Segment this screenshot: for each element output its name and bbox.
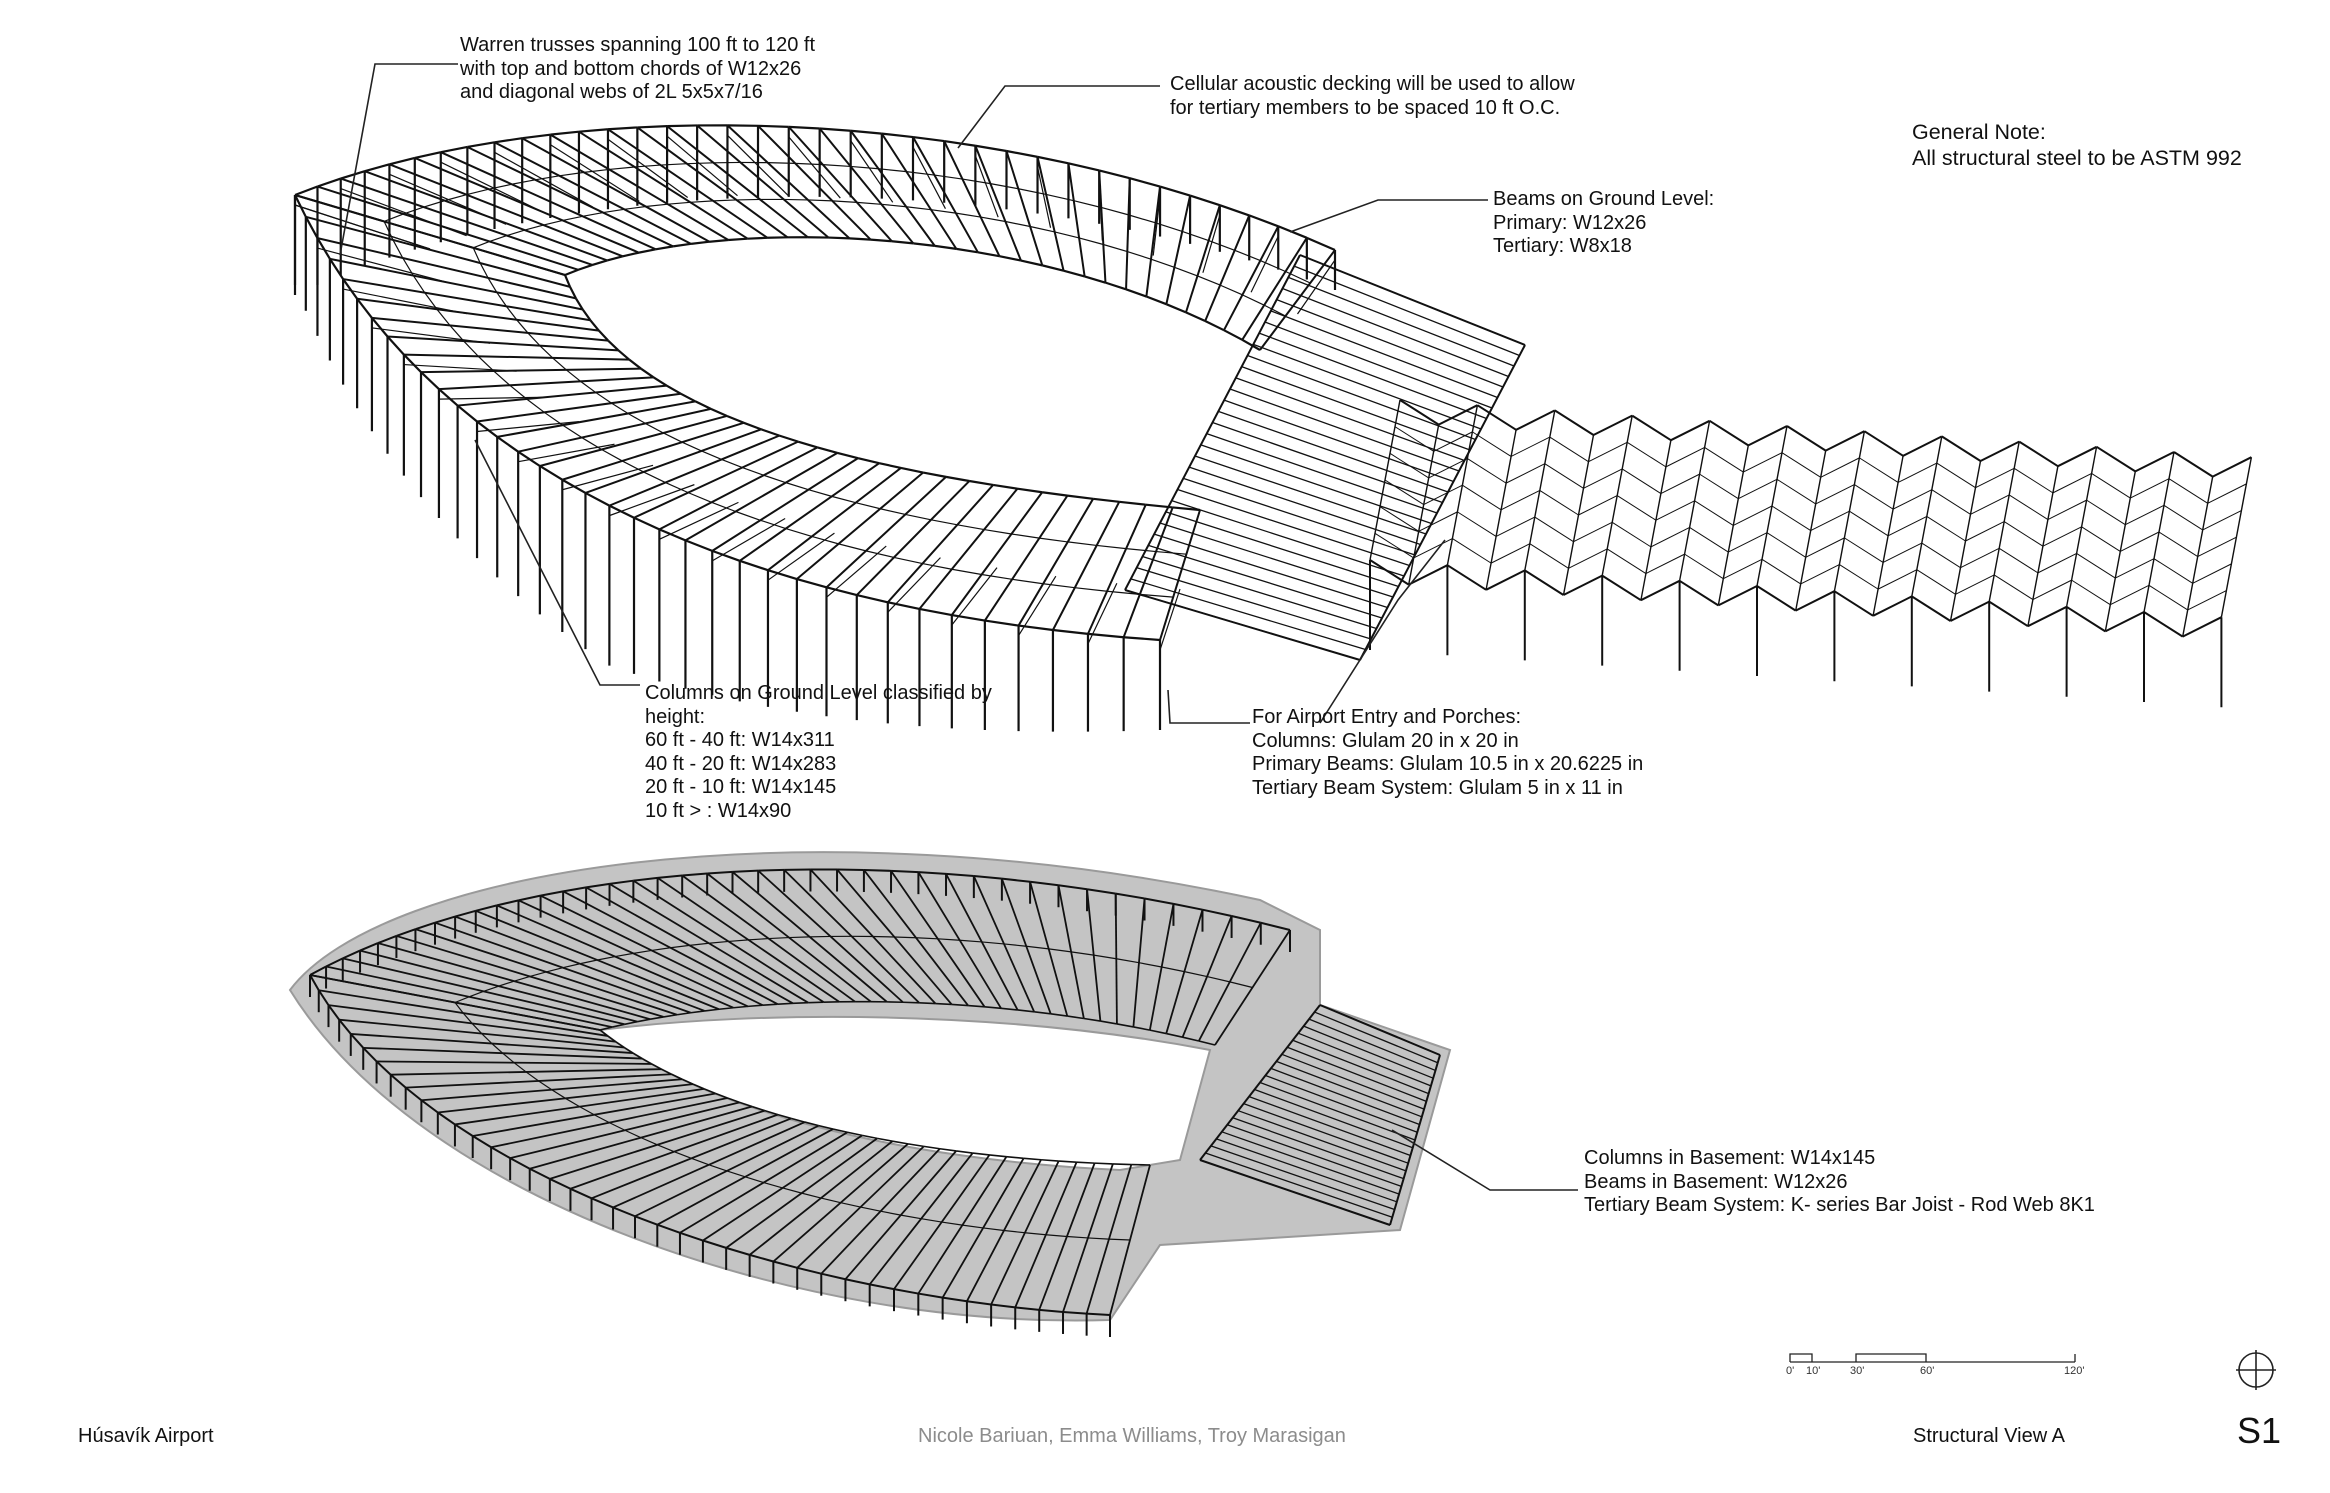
leader-ground-beams [1289, 199, 1488, 233]
north-arrow-icon [2236, 1350, 2276, 1390]
leader-warren-trusses [339, 63, 458, 256]
leader-ground-columns [474, 439, 640, 686]
scale-label-120: 120' [2064, 1365, 2085, 1377]
note-basement: Columns in Basement: W14x145 Beams in Ba… [1584, 1147, 2095, 1216]
general-note: General Note: All structural steel to be… [1912, 120, 2242, 170]
leader-acoustic-decking [957, 85, 1160, 149]
view-title: Structural View A [1913, 1425, 2065, 1447]
scale-label-0: 0' [1786, 1365, 1795, 1377]
note-acoustic-decking: Cellular acoustic decking will be used t… [1170, 73, 1575, 119]
note-entry-porches: For Airport Entry and Porches: Columns: … [1252, 706, 1644, 799]
scale-label-60: 60' [1920, 1365, 1935, 1377]
leader-basement [1391, 1129, 1578, 1191]
author-names: Nicole Bariuan, Emma Williams, Troy Mara… [918, 1425, 1346, 1447]
entry-porch-structure-model [1369, 399, 2253, 708]
scale-label-10: 10' [1806, 1365, 1821, 1377]
note-ground-columns: Columns on Ground Level classified by he… [645, 682, 992, 822]
leader-entry-porches [1167, 689, 1250, 724]
leader-entry-porches-2 [1319, 539, 1446, 724]
basement-structure-model [288, 851, 1452, 1337]
note-warren-trusses: Warren trusses spanning 100 ft to 120 ft… [460, 34, 816, 103]
scale-label-30: 30' [1850, 1365, 1865, 1377]
scale-bar [1789, 1353, 2076, 1363]
note-ground-beams: Beams on Ground Level: Primary: W12x26 T… [1493, 188, 1715, 257]
annotation-leaders [339, 63, 1578, 1191]
project-name: Húsavík Airport [78, 1425, 214, 1447]
sheet-number: S1 [2237, 1410, 2282, 1451]
upper-structure-model [293, 124, 1526, 732]
